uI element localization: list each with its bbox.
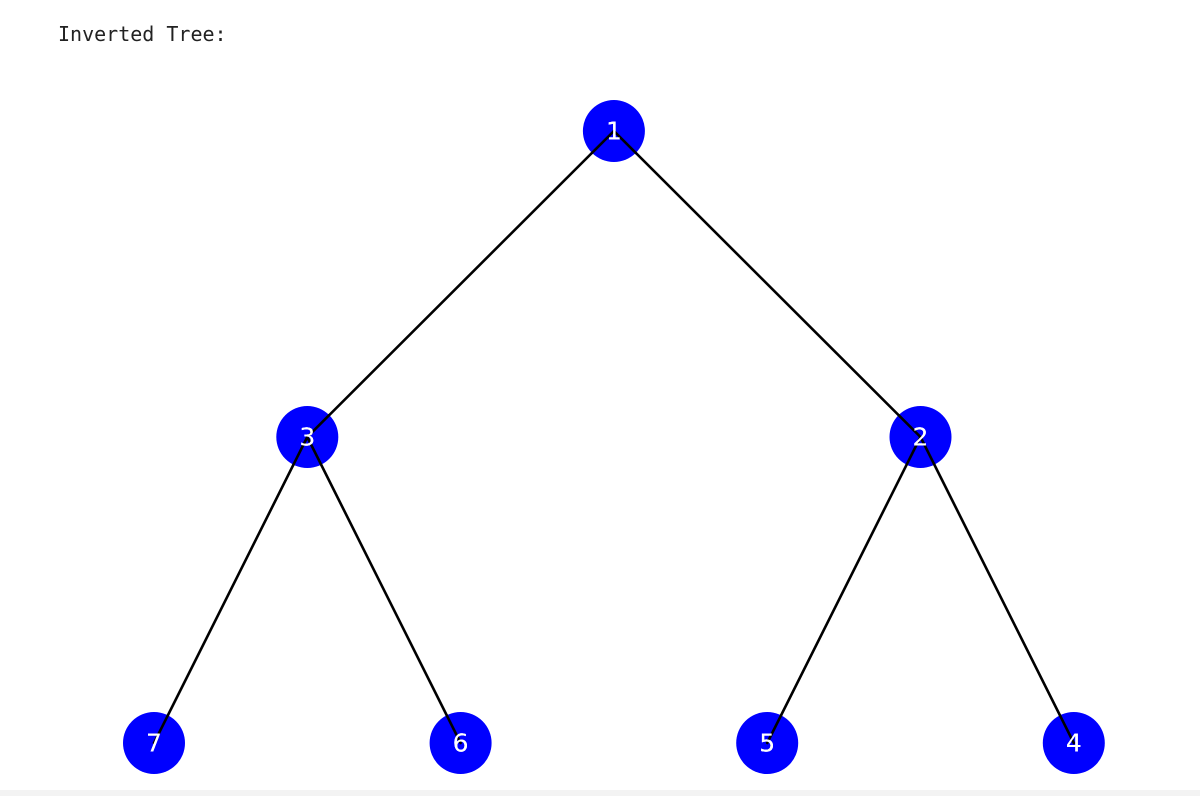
edges-overlay: 1 3 2 7 6 5 4 xyxy=(146,117,1082,758)
tree-edge-n1-n2 xyxy=(612,129,922,439)
tree-edge-inner-n1-n2 xyxy=(612,129,638,155)
tree-edge-inner-n3-n7 xyxy=(152,713,170,745)
tree-edge-inner-n1-n3 xyxy=(590,129,616,155)
tree-node-label-top: 2 xyxy=(913,423,929,452)
tree-edge-inner-n2-n4 xyxy=(1058,713,1076,745)
output-bottom-bar xyxy=(0,790,1200,796)
tree-edge-n2-n5 xyxy=(765,435,922,745)
tree-edge-inner-n3-n6 xyxy=(305,435,323,467)
tree-edge-inner-n3-n7 xyxy=(292,435,309,467)
tree-edge-inner-n2-n5 xyxy=(905,435,922,467)
tree-edge-n3-n7 xyxy=(152,435,309,745)
tree-node-label-top: 6 xyxy=(453,729,469,758)
tree-edge-n2-n4 xyxy=(919,435,1076,745)
tree-edge-inner-n2-n5 xyxy=(765,713,783,745)
tree-node-label-top: 5 xyxy=(759,729,775,758)
tree-edge-n1-n3 xyxy=(305,129,616,439)
tree-edge-n3-n6 xyxy=(305,435,462,745)
tree-node-label-top: 1 xyxy=(606,117,622,146)
tree-node-label-top: 4 xyxy=(1066,729,1082,758)
tree-edge-inner-n2-n4 xyxy=(919,435,936,467)
tree-node-label-top: 7 xyxy=(146,729,162,758)
nodes-layer: 1 3 2 7 6 5 4 xyxy=(123,100,1105,774)
tree-edge-inner-n3-n6 xyxy=(445,713,462,745)
edges-layer xyxy=(152,129,1076,745)
tree-edge-inner-n1-n3 xyxy=(305,413,331,439)
tree-node-label-top: 3 xyxy=(299,423,315,452)
tree-edge-inner-n1-n2 xyxy=(897,413,922,439)
output-label: Inverted Tree: xyxy=(58,22,227,46)
